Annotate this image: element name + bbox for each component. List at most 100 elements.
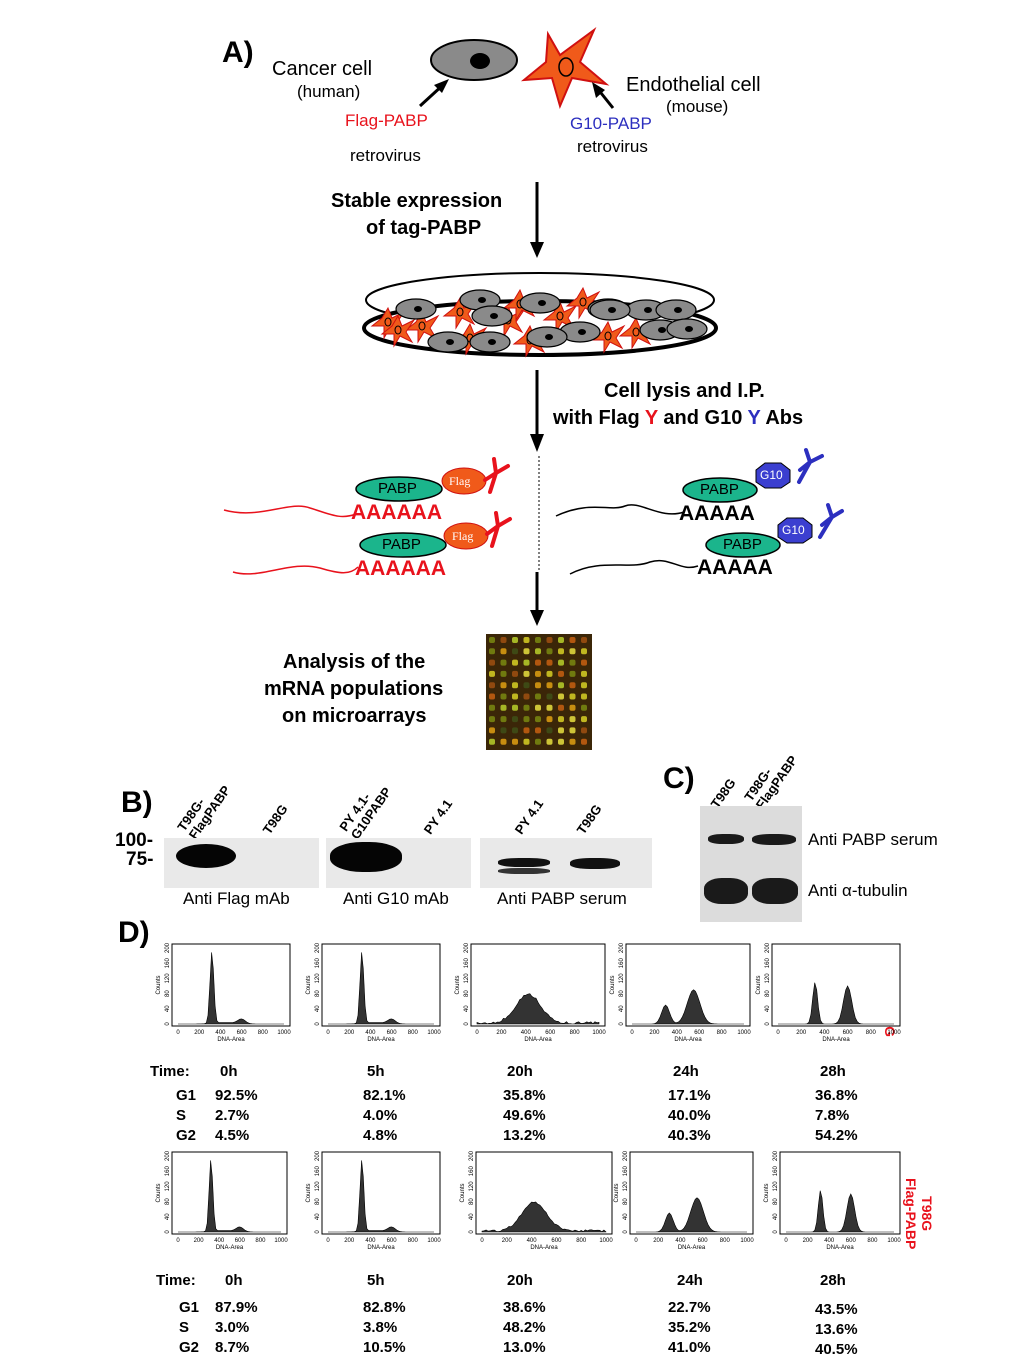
microarray-spot: [501, 739, 507, 745]
microarray-spot: [535, 716, 541, 722]
y-tick-label: 120: [765, 973, 771, 984]
microarray-spot: [512, 637, 518, 643]
microarray-spot: [547, 660, 553, 666]
microarray-spot: [581, 660, 587, 666]
microarray-spot: [558, 648, 564, 654]
y-axis-title: Counts: [156, 975, 162, 994]
microarray-spot: [524, 660, 530, 666]
microarray-spot: [581, 727, 587, 733]
y-tick-label: 200: [165, 1150, 171, 1161]
microarray-spot: [489, 705, 495, 711]
phase-label: S: [179, 1319, 189, 1336]
g2-value: 4.8%: [363, 1127, 397, 1144]
x-tick-label: 0: [176, 1030, 180, 1036]
y-tick-label: 80: [469, 1198, 475, 1205]
microarray-spot: [501, 716, 507, 722]
x-tick-label: 600: [387, 1238, 398, 1244]
g2-value: 40.3%: [668, 1127, 711, 1144]
caption-c-tubulin: Anti α-tubulin: [808, 881, 908, 901]
y-tick-label: 0: [464, 1022, 470, 1026]
g10-text: G10: [782, 523, 805, 537]
time-value: 20h: [507, 1272, 533, 1289]
microarray-spot: [501, 648, 507, 654]
y-tick-label: 160: [623, 1166, 629, 1177]
microarray-spot: [512, 671, 518, 677]
g2-value: 40.5%: [815, 1341, 858, 1358]
polya-tail: AAAAAA: [351, 501, 442, 525]
stable-expression-line1: Stable expression: [331, 190, 502, 213]
y-tick-label: 120: [773, 1181, 779, 1192]
time-label: Time:: [150, 1063, 190, 1080]
x-tick-label: 0: [326, 1238, 330, 1244]
x-tick-label: 200: [344, 1238, 355, 1244]
microarray-spot: [547, 739, 553, 745]
histogram-frame: [322, 944, 440, 1026]
s-value: 13.6%: [815, 1321, 858, 1338]
y-tick-label: 120: [464, 973, 470, 984]
microarray-spot: [501, 682, 507, 688]
y-tick-label: 40: [469, 1213, 475, 1220]
x-tick-label: 800: [717, 1030, 728, 1036]
microarray-spot: [558, 716, 564, 722]
microarray-spot: [581, 739, 587, 745]
x-tick-label: 800: [866, 1030, 877, 1036]
y-tick-label: 40: [765, 1005, 771, 1012]
y-tick-label: 200: [315, 942, 321, 953]
time-value: 24h: [677, 1272, 703, 1289]
microarray-spot: [501, 671, 507, 677]
microarray-spot: [570, 739, 576, 745]
x-tick-label: 400: [215, 1030, 226, 1036]
g1-value: 92.5%: [215, 1087, 258, 1104]
x-tick-label: 1000: [427, 1238, 441, 1244]
y-tick-label: 200: [165, 942, 171, 953]
microarray-spot: [547, 682, 553, 688]
polya-tail: AAAAA: [679, 502, 755, 526]
y-tick-label: 120: [619, 973, 625, 984]
y-tick-label: 200: [619, 942, 625, 953]
lane-label: PY 4.1: [421, 797, 456, 837]
microarray-spot: [524, 694, 530, 700]
microarray-spot: [501, 660, 507, 666]
microarray-spot: [558, 727, 564, 733]
x-tick-label: 200: [649, 1030, 660, 1036]
microarray-spot: [524, 648, 530, 654]
s-value: 7.8%: [815, 1107, 849, 1124]
y-tick-label: 0: [773, 1230, 779, 1234]
microarray-spot: [535, 694, 541, 700]
x-tick-label: 800: [720, 1238, 731, 1244]
y-axis-title: Counts: [610, 975, 616, 994]
y-tick-label: 40: [464, 1005, 470, 1012]
g2-value: 4.5%: [215, 1127, 249, 1144]
x-tick-label: 600: [551, 1238, 562, 1244]
x-tick-label: 600: [843, 1030, 854, 1036]
microarray-spot: [489, 671, 495, 677]
x-tick-label: 0: [630, 1030, 634, 1036]
flag-text: Flag: [452, 529, 473, 544]
microarray-spot: [547, 694, 553, 700]
microarray-spot: [581, 682, 587, 688]
x-tick-label: 400: [365, 1238, 376, 1244]
s-value: 48.2%: [503, 1319, 546, 1336]
cell-lysis-line1: Cell lysis and I.P.: [604, 380, 765, 403]
x-tick-label: 0: [784, 1238, 788, 1244]
microarray-spot: [547, 648, 553, 654]
microarray-spot: [558, 660, 564, 666]
y-tick-label: 160: [773, 1166, 779, 1177]
x-tick-label: 1000: [599, 1238, 613, 1244]
time-value: 24h: [673, 1063, 699, 1080]
s-value: 2.7%: [215, 1107, 249, 1124]
analysis-line1: Analysis of the: [283, 651, 425, 674]
blot-anti-g10: [326, 838, 471, 888]
microarray-spot: [489, 694, 495, 700]
microarray-spot: [501, 727, 507, 733]
x-tick-label: 200: [344, 1030, 355, 1036]
x-tick-label: 600: [387, 1030, 398, 1036]
microarray-spot: [512, 660, 518, 666]
y-tick-label: 120: [623, 1181, 629, 1192]
y-tick-label: 80: [165, 990, 171, 997]
x-tick-label: 400: [819, 1030, 830, 1036]
microarray-spot: [512, 739, 518, 745]
g2-value: 13.0%: [503, 1339, 546, 1356]
g1-value: 43.5%: [815, 1301, 858, 1318]
time-value: 5h: [367, 1272, 385, 1289]
